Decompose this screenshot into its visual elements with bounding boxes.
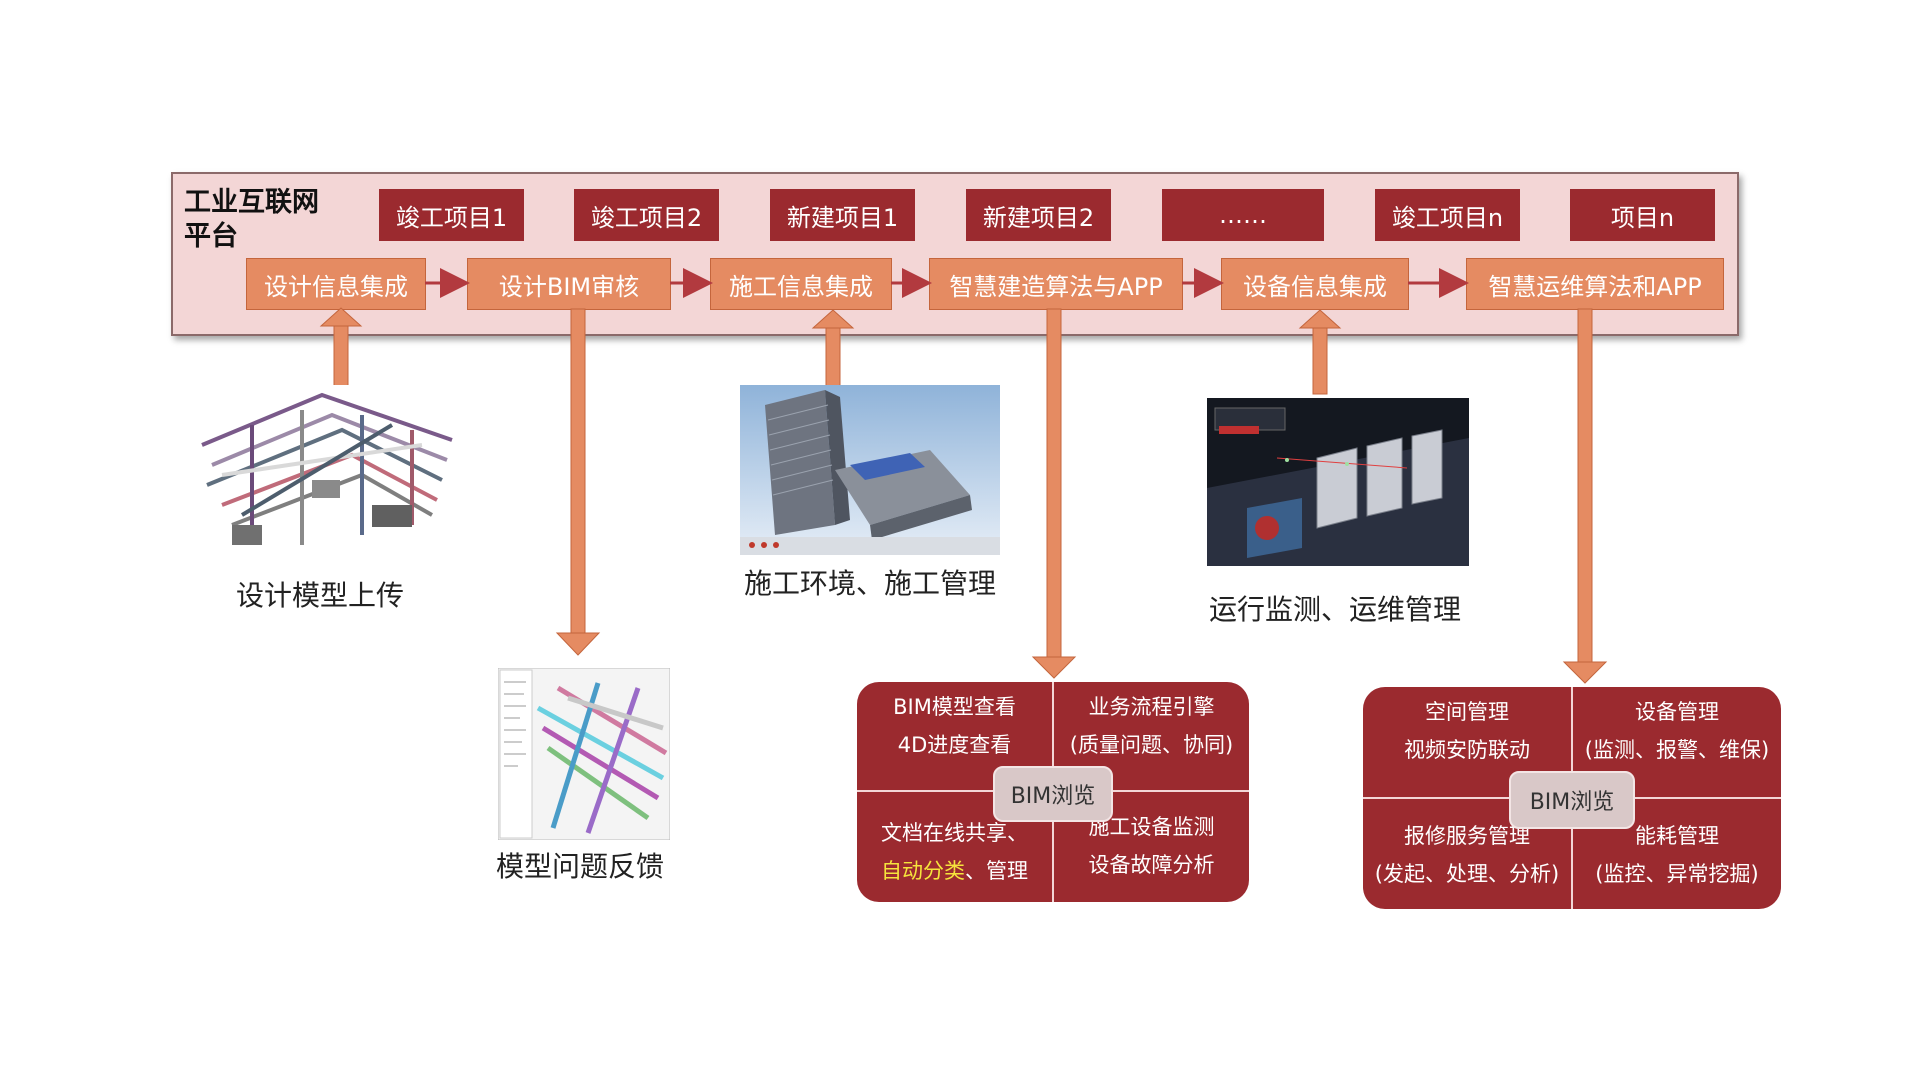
construction-image [740, 385, 1000, 555]
bim-browse-center: BIM浏览 [993, 766, 1113, 822]
cell-line: 4D进度查看 [897, 733, 1012, 757]
stage-equipment-integration: 设备信息集成 [1221, 258, 1409, 310]
stage-smart-construction-app: 智慧建造算法与APP [929, 258, 1183, 310]
cell-line: 报修服务管理 [1404, 824, 1530, 848]
project-box-1: 竣工项目1 [379, 189, 524, 241]
platform-title-line1: 工业互联网 [184, 187, 319, 218]
cell-line: 业务流程引擎 [1088, 695, 1215, 719]
project-box-3: 新建项目1 [770, 189, 915, 241]
cell-line: 空间管理 [1425, 700, 1509, 724]
cell-line: (监测、报警、维保) [1584, 738, 1770, 762]
stage-design-bim-review: 设计BIM审核 [467, 258, 671, 310]
cell-workflow-engine: 业务流程引擎 (质量问题、协同) [1054, 688, 1249, 764]
caption-model-feedback: 模型问题反馈 [495, 850, 664, 883]
stage-smart-om-app: 智慧运维算法和APP [1466, 258, 1724, 310]
up-arrow-design [319, 307, 363, 391]
operation-bim-panel: 空间管理 视频安防联动 设备管理 (监测、报警、维保) 报修服务管理 (发起、处… [1363, 687, 1781, 909]
cell-line: BIM模型查看 [893, 695, 1016, 719]
operation-image [1207, 398, 1469, 566]
caption-design-upload: 设计模型上传 [235, 579, 404, 612]
model-feedback-image [498, 668, 670, 840]
down-arrow-smart-om [1562, 308, 1608, 684]
project-box-n1: 竣工项目n [1375, 189, 1520, 241]
highlight-text: 自动分类 [881, 859, 965, 883]
platform-title: 工业互联网 平台 [184, 186, 344, 254]
cell-line: 文档在线共享、 [881, 821, 1028, 845]
project-box-ellipsis: …… [1162, 189, 1324, 241]
cell-line: (质量问题、协同) [1069, 733, 1234, 757]
design-model-image [192, 385, 460, 560]
down-arrow-bim-review [555, 308, 601, 656]
cell-line: 能耗管理 [1635, 824, 1719, 848]
cell-line: (监控、异常挖掘) [1595, 862, 1759, 886]
caption-operation: 运行监测、运维管理 [1208, 593, 1461, 626]
down-arrow-smart-construction [1031, 308, 1077, 679]
cell-document-sharing: 文档在线共享、 自动分类、管理 [857, 814, 1052, 890]
cell-repair-service: 报修服务管理 (发起、处理、分析) [1363, 817, 1571, 893]
cell-line: 设备管理 [1635, 700, 1719, 724]
cell-bim-model-view: BIM模型查看 4D进度查看 [857, 688, 1052, 764]
cell-line: 自动分类、管理 [857, 852, 1052, 890]
platform-title-line2: 平台 [184, 221, 238, 252]
construction-bim-panel: BIM模型查看 4D进度查看 业务流程引擎 (质量问题、协同) 文档在线共享、 … [857, 682, 1249, 902]
project-box-4: 新建项目2 [966, 189, 1111, 241]
cell-line: (发起、处理、分析) [1374, 862, 1560, 886]
cell-energy-management: 能耗管理 (监控、异常挖掘) [1573, 817, 1781, 893]
bim-browse-center: BIM浏览 [1509, 771, 1635, 829]
stage-construction-integration: 施工信息集成 [710, 258, 892, 310]
project-box-2: 竣工项目2 [574, 189, 719, 241]
cell-line: 视频安防联动 [1404, 738, 1530, 762]
stage-design-integration: 设计信息集成 [246, 258, 426, 310]
cell-equipment-management: 设备管理 (监测、报警、维保) [1573, 693, 1781, 769]
cell-equipment-monitoring: 施工设备监测 设备故障分析 [1054, 808, 1249, 884]
cell-line-rest: 、管理 [965, 859, 1028, 883]
project-box-n2: 项目n [1570, 189, 1715, 241]
up-arrow-equipment [1298, 309, 1342, 395]
up-arrow-construction [811, 309, 855, 387]
cell-line: 设备故障分析 [1088, 853, 1215, 877]
cell-space-management: 空间管理 视频安防联动 [1363, 693, 1571, 769]
caption-construction: 施工环境、施工管理 [743, 567, 996, 600]
